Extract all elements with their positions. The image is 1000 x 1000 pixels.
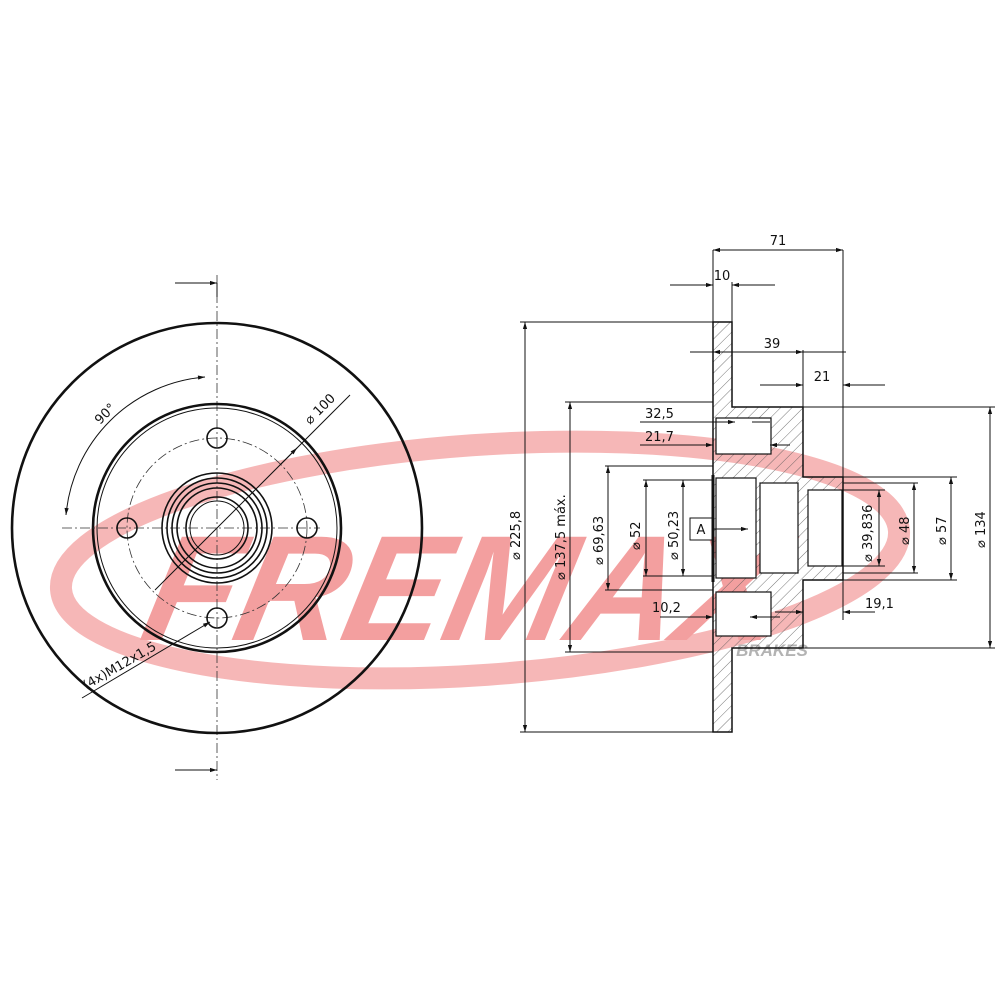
dim-10-2: 10,2 xyxy=(652,601,681,616)
bolt-hole xyxy=(296,517,318,539)
dim-71: 71 xyxy=(770,234,787,249)
dia-48: ⌀ 48 xyxy=(898,516,913,545)
dim-19-1: 19,1 xyxy=(865,597,894,612)
dia-39-836: ⌀ 39,836 xyxy=(861,505,876,562)
dim-32-5: 32,5 xyxy=(645,407,674,422)
dia-52: ⌀ 52 xyxy=(629,521,644,550)
dim-21-7: 21,7 xyxy=(645,430,674,445)
angle-dimension xyxy=(64,375,206,516)
logo-swoosh xyxy=(49,430,911,690)
pcd-label: ⌀ 100 xyxy=(302,391,339,428)
dim-10: 10 xyxy=(714,269,731,284)
section-view: A 71 10 39 21 32,5 21,7 10,2 19,1 xyxy=(509,234,995,733)
center-bore xyxy=(185,496,249,560)
dim-39: 39 xyxy=(764,337,781,352)
disc-outer-edge xyxy=(10,321,424,735)
dia-137-5: ⌀ 137,5 máx. xyxy=(554,494,569,580)
hub-ring xyxy=(161,472,273,584)
bolt-hole xyxy=(116,517,138,539)
dia-69-63: ⌀ 69,63 xyxy=(592,516,607,565)
dia-50-23: ⌀ 50,23 xyxy=(667,511,682,560)
dia-57: ⌀ 57 xyxy=(935,516,950,545)
bolt-hole xyxy=(206,427,228,449)
dia-225-8: ⌀ 225,8 xyxy=(509,511,524,560)
angle-label: 90° xyxy=(92,401,119,428)
bolt-circle xyxy=(126,437,308,619)
datum-label: A xyxy=(697,523,706,538)
bolt-hole xyxy=(206,607,228,629)
dim-21: 21 xyxy=(814,370,831,385)
dia-134: ⌀ 134 xyxy=(974,511,989,548)
